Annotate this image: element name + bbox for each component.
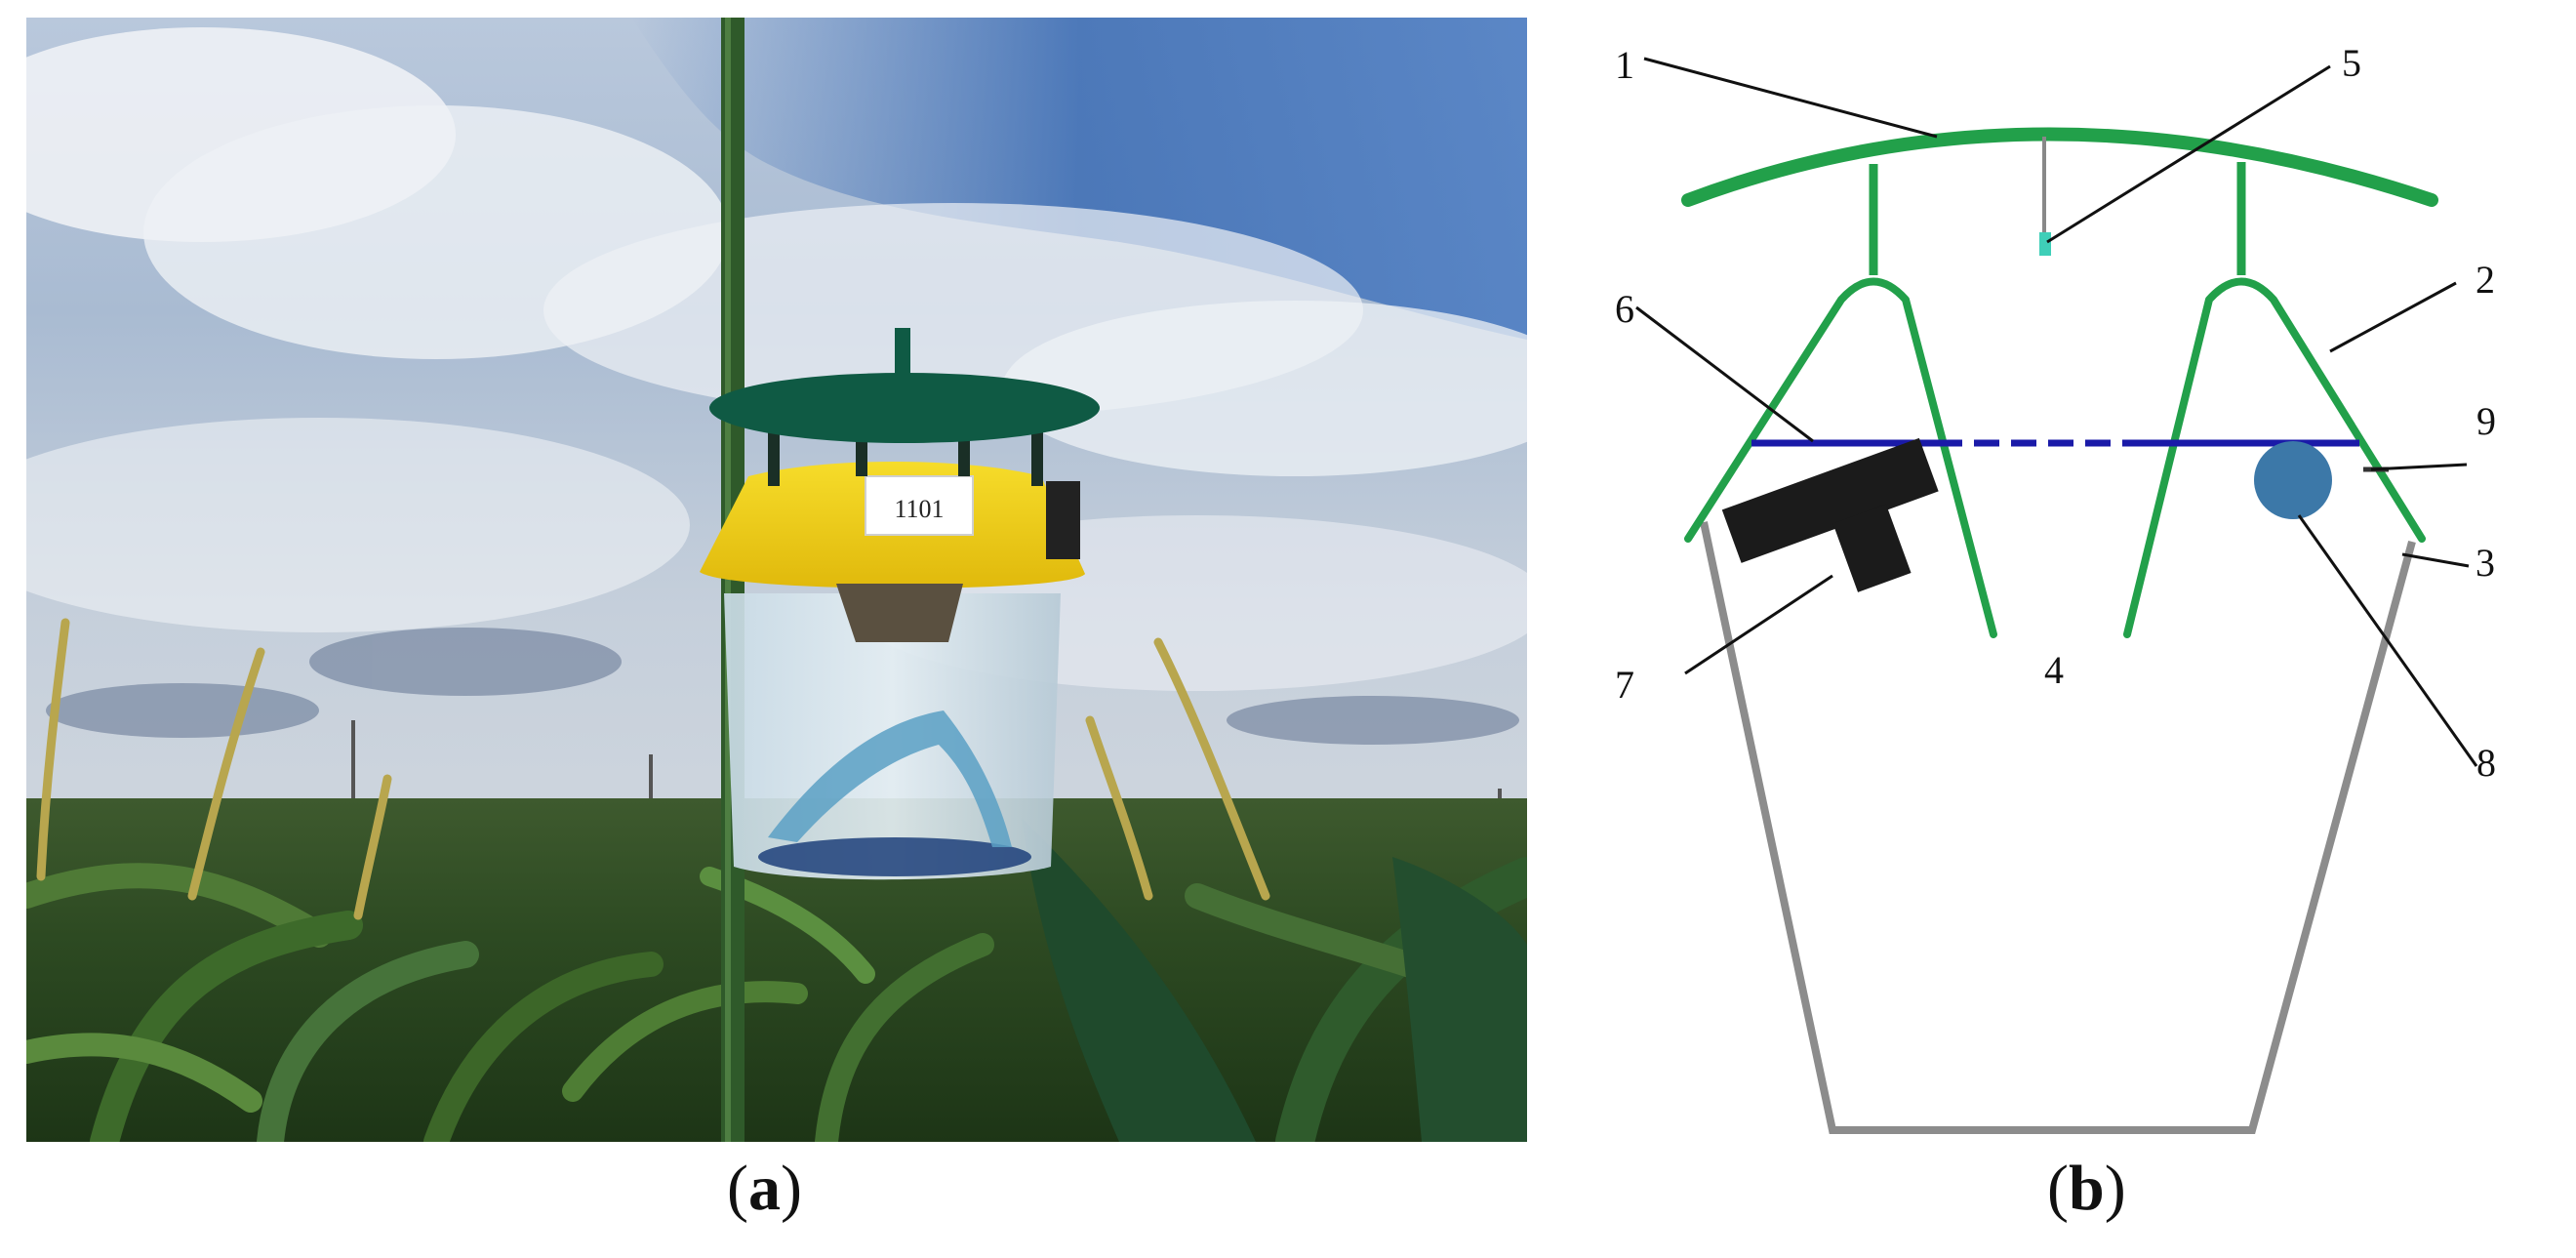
callout-9: 9 — [2476, 399, 2496, 443]
callout-3: 3 — [2475, 541, 2495, 585]
funnel — [836, 584, 963, 642]
leader-lines — [1635, 57, 2478, 767]
right-funnel-frame — [2123, 277, 2426, 638]
callout-7: 7 — [1615, 663, 1634, 707]
sensor — [2039, 232, 2051, 256]
caption-panel-a: (a) — [727, 1153, 802, 1224]
maize-leaves — [14, 857, 1547, 1161]
dark-clouds — [46, 628, 1519, 745]
caption-panel-b: (b) — [2047, 1153, 2126, 1224]
field-photo: 1101 — [0, 18, 1588, 1161]
callout-8: 8 — [2476, 741, 2496, 785]
callout-6: 6 — [1615, 287, 1634, 331]
trap: 1101 — [700, 328, 1100, 880]
roof-arc — [1681, 127, 2438, 207]
foreground-leaf-2 — [1392, 857, 1527, 1142]
foreground-leaf — [1022, 818, 1256, 1142]
callout-2: 2 — [2475, 258, 2495, 302]
green-roof — [709, 373, 1100, 443]
inner-vane — [768, 710, 1012, 847]
maize-tassels — [36, 618, 1270, 920]
sphere — [2254, 441, 2332, 519]
callout-1: 1 — [1615, 43, 1634, 87]
callout-4: 4 — [2044, 648, 2064, 692]
trap-schematic-svg: 1 2 3 4 5 6 7 8 9 — [1615, 41, 2496, 1134]
callout-5: 5 — [2342, 41, 2361, 85]
bucket-outline — [1700, 521, 2416, 1134]
trap-schematic: 1 2 3 4 5 6 7 8 9 — [1600, 0, 2576, 1152]
left-funnel-frame — [1684, 277, 1997, 638]
device-body — [1721, 437, 1939, 592]
trap-tag: 1101 — [894, 495, 944, 523]
field-photo-svg: 1101 — [0, 18, 1588, 1161]
